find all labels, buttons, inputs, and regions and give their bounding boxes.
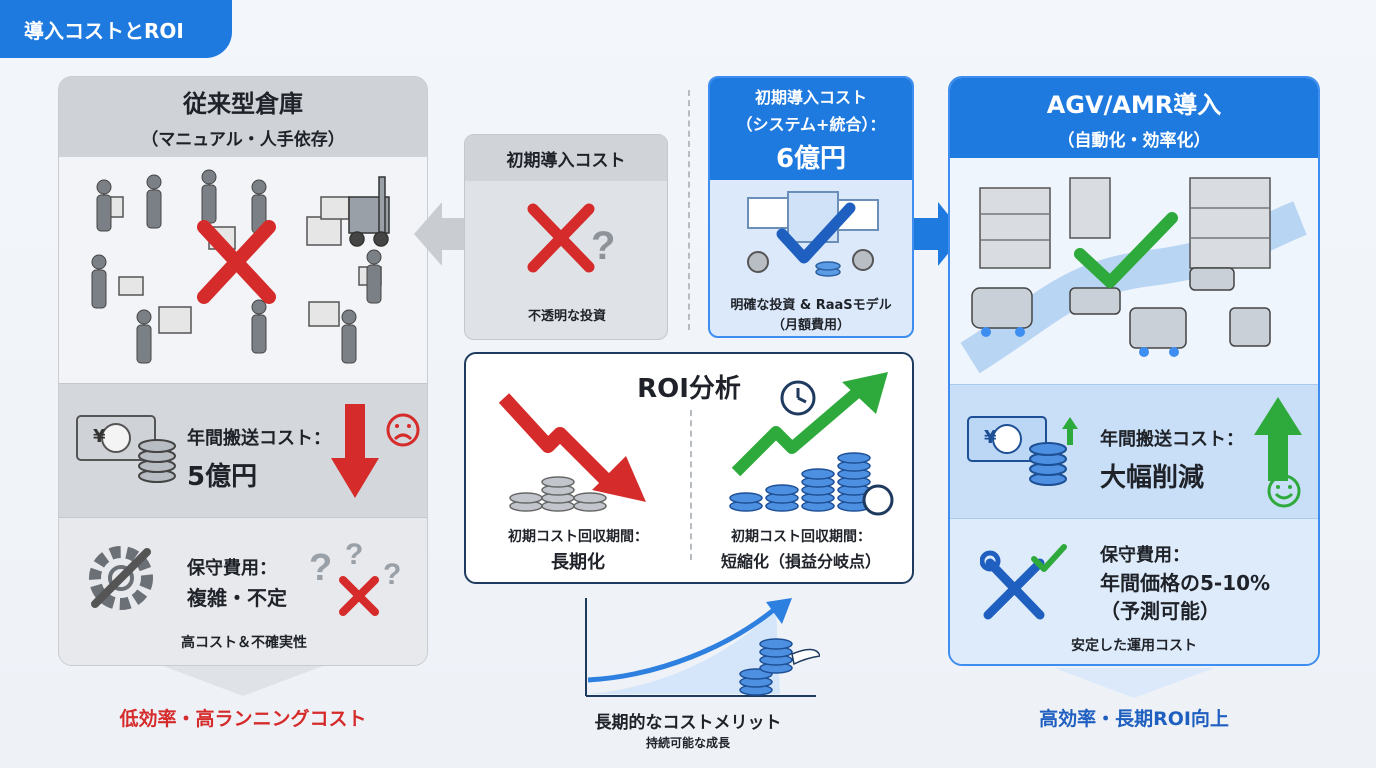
down-arrow-sad-icon: [331, 404, 420, 498]
agv-footer: 高効率・長期ROI向上: [1039, 708, 1229, 730]
initial-cost-agv-value: 6億円: [775, 143, 847, 174]
agv-header: AGV/AMR導入 （自動化・効率化）: [950, 78, 1318, 158]
middle-divider: [688, 90, 690, 330]
manual-workers-illustration: [91, 169, 390, 364]
automated-warehouse-illustration: [950, 158, 1318, 384]
cash-coins-up-icon: [967, 416, 1078, 486]
agv-cost-label: 年間搬送コスト：: [1100, 429, 1244, 450]
x-question-icon: ?: [527, 203, 615, 273]
svg-text:?: ?: [383, 558, 401, 591]
system-integration-icon: [747, 191, 879, 277]
traditional-chevron: [163, 666, 323, 696]
agv-subtitle: （自動化・効率化）: [1057, 131, 1211, 151]
initial-cost-agv-note1: 明確な投資 & RaaSモデル: [730, 298, 892, 313]
initial-cost-unknown-note: 不透明な投資: [527, 309, 606, 324]
roi-right-value: 短縮化（損益分岐点）: [720, 552, 881, 571]
section-title-tab: 導入コストとROI: [0, 0, 232, 58]
manual-warehouse-illustration: [59, 157, 427, 383]
up-arrow-smile-icon: [1254, 397, 1302, 508]
initial-cost-unknown-box: 初期導入コスト ? 不透明な投資: [464, 134, 668, 340]
green-check-icon: [1074, 212, 1178, 288]
agv-maint-label: 保守費用：: [1100, 545, 1190, 566]
agv-amr-panel: AGV/AMR導入 （自動化・効率化）: [948, 76, 1320, 666]
agv-maint-note: 安定した運用コスト: [1071, 638, 1197, 654]
traditional-annual-cost-row: ¥ 年間搬送コスト： 5億円: [59, 383, 427, 517]
svg-text:?: ?: [345, 538, 363, 571]
agv-annual-cost-row: ¥ 年間搬送コスト： 大幅削減: [950, 384, 1318, 518]
traditional-maint-value: 複雑・不定: [187, 586, 287, 610]
up-trend-coins-clock-icon: [729, 372, 894, 516]
roi-left-value: 長期化: [551, 552, 605, 573]
down-trend-coins-icon: [498, 393, 646, 512]
initial-cost-agv-box: 初期導入コスト （システム+統合）： 6億円 明確な投資 & RaaSモデル （…: [708, 76, 914, 338]
long-term-growth-icon: [585, 598, 820, 697]
long-term-title: 長期的なコストメリット: [594, 713, 782, 733]
initial-cost-agv-note2: （月額費用）: [771, 318, 850, 333]
traditional-cost-label: 年間搬送コスト：: [187, 428, 331, 449]
traditional-maint-label: 保守費用：: [187, 558, 277, 579]
roi-left-label: 初期コスト回収期間：: [508, 529, 648, 545]
agv-robots-illustration: [960, 177, 1307, 374]
initial-cost-agv-title1: 初期導入コスト: [754, 87, 867, 107]
traditional-subtitle: （マニュアル・人手依存）: [141, 130, 345, 150]
winged-coins-icon: [739, 638, 793, 696]
initial-cost-agv-header: 初期導入コスト （システム+統合）： 6億円: [710, 78, 912, 180]
traditional-footer: 低効率・高ランニングコスト: [119, 708, 367, 730]
gear-wrench-icon: [89, 546, 153, 610]
left-arrow-icon: [414, 202, 466, 266]
agv-title: AGV/AMR導入: [1046, 91, 1222, 119]
traditional-title: 従来型倉庫: [183, 90, 303, 118]
traditional-maintenance-row: 保守費用： 複雑・不定 ? ? ? 高コスト＆不確実性: [59, 517, 427, 665]
yen-symbol: ¥: [93, 426, 106, 447]
agv-yen-symbol: ¥: [984, 427, 997, 448]
agv-maint-value2: （予測可能）: [1100, 599, 1220, 623]
agv-maintenance-row: 保守費用： 年間価格の5-10% （予測可能） 安定した運用コスト: [950, 518, 1318, 664]
svg-text:?: ?: [309, 547, 332, 589]
roi-title: ROI分析: [637, 374, 741, 404]
traditional-header: 従来型倉庫 （マニュアル・人手依存）: [59, 77, 427, 157]
roi-analysis-box: ROI分析 初期コスト回収期間： 長期化 初期コスト回収期間： 短縮化（損益分岐…: [464, 352, 914, 584]
cash-coins-icon: [76, 415, 176, 483]
long-term-subtitle: 持続可能な成長: [645, 736, 730, 750]
svg-text:?: ?: [591, 224, 615, 268]
question-x-icon: ? ? ?: [309, 538, 401, 616]
traditional-cost-value: 5億円: [187, 462, 258, 492]
wrench-check-icon: [980, 544, 1067, 620]
traditional-warehouse-panel: 従来型倉庫 （マニュアル・人手依存）: [58, 76, 428, 666]
initial-cost-unknown-title: 初期導入コスト: [465, 135, 667, 181]
blue-check-icon: [776, 202, 856, 264]
agv-cost-value: 大幅削減: [1100, 463, 1205, 493]
right-arrow-icon: [914, 202, 964, 266]
initial-cost-agv-title2: （システム+統合）：: [736, 114, 886, 134]
traditional-maint-note: 高コスト＆不確実性: [181, 635, 307, 651]
red-x-icon: [197, 220, 276, 304]
roi-right-label: 初期コスト回収期間：: [731, 529, 871, 545]
agv-maint-value1: 年間価格の5-10%: [1100, 571, 1271, 595]
agv-chevron: [1054, 668, 1214, 698]
section-title: 導入コストとROI: [24, 18, 184, 43]
roi-divider: [690, 410, 692, 560]
